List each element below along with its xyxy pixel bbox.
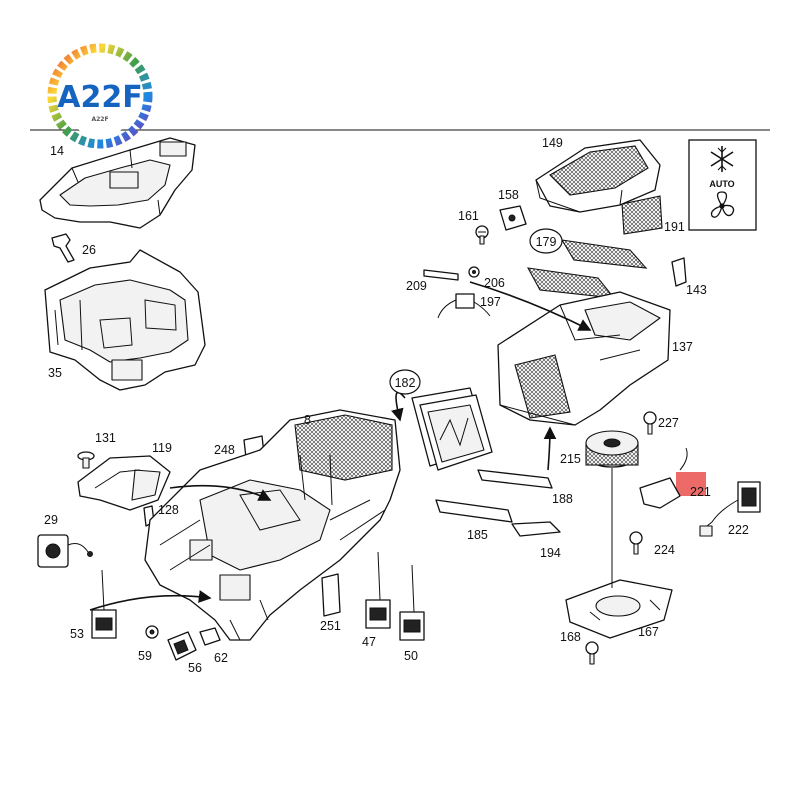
label-56: 56 bbox=[188, 661, 202, 675]
label-197: 197 bbox=[480, 295, 501, 309]
part-227-screw bbox=[643, 411, 657, 435]
label-119: 119 bbox=[152, 441, 172, 455]
label-188: 188 bbox=[552, 492, 573, 506]
part-221-blower-resistor bbox=[639, 447, 706, 509]
label-215: 215 bbox=[560, 452, 581, 466]
part-224-screw bbox=[629, 531, 643, 555]
part-188-strip bbox=[477, 469, 553, 489]
arrow-188-to-137 bbox=[543, 426, 557, 471]
label-191: 191 bbox=[664, 220, 685, 234]
arrow-206-to-137 bbox=[469, 281, 592, 331]
fan-icon bbox=[710, 191, 735, 218]
part-206-screw bbox=[468, 266, 480, 278]
part-29-actuator-motor bbox=[37, 534, 93, 568]
label-128: 128 bbox=[158, 503, 179, 517]
part-161-screw bbox=[475, 225, 489, 245]
arrow-53-to-housing bbox=[89, 590, 212, 611]
part-215-blower-motor bbox=[585, 430, 639, 468]
label-248: 248 bbox=[214, 443, 235, 457]
logo-brand-text: A22F bbox=[57, 80, 142, 115]
label-251: 251 bbox=[320, 619, 341, 633]
part-56-sensor bbox=[167, 631, 197, 661]
label-131: 131 bbox=[95, 431, 116, 445]
part-191-grille bbox=[621, 195, 663, 235]
snowflake-icon bbox=[710, 146, 734, 172]
arrow-119-to-housing bbox=[169, 484, 272, 501]
part-168-screw bbox=[585, 641, 599, 665]
part-53-actuator bbox=[91, 569, 117, 639]
label-182: 182 bbox=[395, 376, 416, 390]
label-179: 179 bbox=[536, 235, 557, 249]
part-labels: 14 26 35 131 119 128 29 53 59 56 62 248 … bbox=[44, 136, 749, 675]
part-62-gasket bbox=[199, 627, 221, 646]
part-149-filter-housing bbox=[535, 139, 661, 213]
part-251-plate bbox=[321, 573, 341, 617]
auto-label: AUTO bbox=[709, 179, 734, 189]
label-194: 194 bbox=[540, 546, 561, 560]
part-8-main-hvac-housing bbox=[144, 409, 401, 641]
label-8: 8 bbox=[304, 413, 311, 427]
label-185: 185 bbox=[467, 528, 488, 542]
label-227: 227 bbox=[658, 416, 679, 430]
label-26: 26 bbox=[82, 243, 96, 257]
part-35-lower-housing bbox=[44, 249, 206, 391]
label-224: 224 bbox=[654, 543, 675, 557]
label-168: 168 bbox=[560, 630, 581, 644]
label-182-circle: 182 bbox=[389, 369, 421, 395]
part-131-screw bbox=[77, 451, 95, 469]
part-59-screw bbox=[145, 625, 159, 639]
part-119-duct bbox=[77, 455, 171, 511]
part-179-cabin-filters bbox=[526, 239, 648, 299]
label-53: 53 bbox=[70, 627, 84, 641]
logo-subtext: A22F bbox=[91, 116, 108, 123]
part-137-blower-housing bbox=[497, 291, 671, 426]
label-149: 149 bbox=[542, 136, 563, 150]
arrow-182-to-housing bbox=[391, 391, 406, 422]
label-59: 59 bbox=[138, 649, 152, 663]
part-158-bracket bbox=[499, 205, 527, 231]
part-222-wire-harness bbox=[699, 481, 761, 537]
part-50-actuator bbox=[399, 564, 425, 641]
label-158: 158 bbox=[498, 188, 519, 202]
part-47-actuator bbox=[365, 551, 391, 629]
label-137: 137 bbox=[672, 340, 693, 354]
logo-disc bbox=[60, 56, 140, 136]
part-182-filter-frame bbox=[411, 387, 493, 471]
label-62: 62 bbox=[214, 651, 228, 665]
label-222: 222 bbox=[728, 523, 749, 537]
part-26-clip bbox=[51, 233, 75, 263]
label-221: 221 bbox=[690, 485, 711, 499]
label-50: 50 bbox=[404, 649, 418, 663]
logo-ring bbox=[47, 43, 153, 149]
label-209: 209 bbox=[406, 279, 427, 293]
label-35: 35 bbox=[48, 366, 62, 380]
part-14-housing-cover bbox=[39, 137, 196, 229]
part-185-strip bbox=[435, 499, 513, 523]
part-197-sensor-harness bbox=[437, 293, 491, 319]
label-167: 167 bbox=[638, 625, 659, 639]
label-47: 47 bbox=[362, 635, 376, 649]
part-143-clip bbox=[671, 257, 687, 287]
label-161: 161 bbox=[458, 209, 479, 223]
part-209-strip bbox=[423, 269, 459, 281]
label-206: 206 bbox=[484, 276, 505, 290]
part-167-bottom-cover bbox=[565, 579, 673, 639]
auto-climate-panel: AUTO bbox=[688, 139, 757, 231]
label-29: 29 bbox=[44, 513, 58, 527]
label-143: 143 bbox=[686, 283, 707, 297]
label-14: 14 bbox=[50, 144, 64, 158]
label-179-circle: 179 bbox=[529, 228, 563, 254]
brand-logo: A22F A22F bbox=[47, 43, 153, 149]
part-194-bracket bbox=[511, 521, 561, 537]
